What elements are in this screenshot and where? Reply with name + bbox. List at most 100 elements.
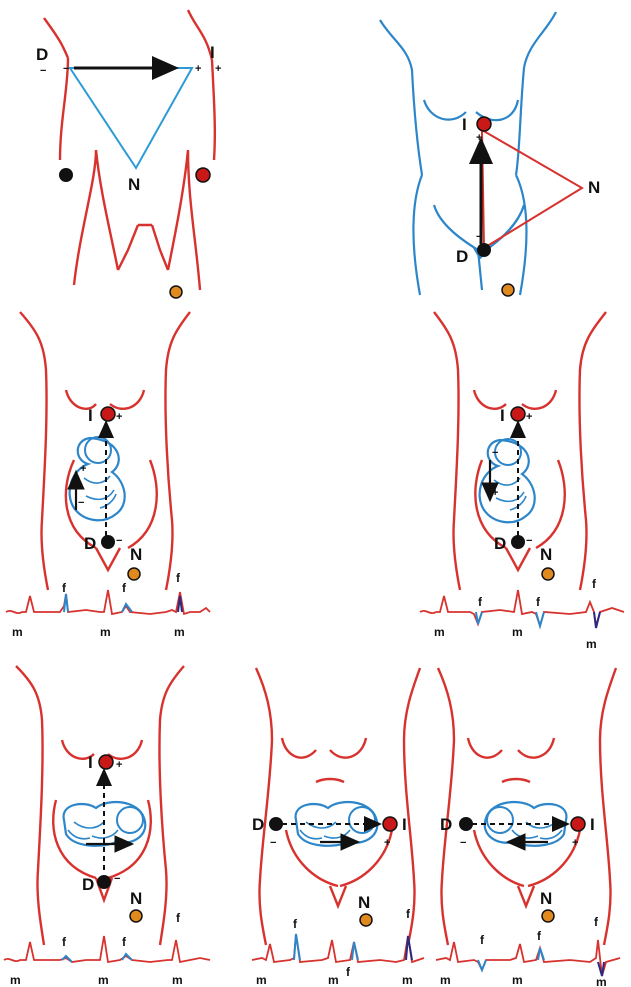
- label-I: I: [210, 43, 215, 62]
- panel-transverse-fetus-horizontal-lead-2: D − I + N m m m f f f: [436, 668, 620, 987]
- plus-sign: +: [80, 463, 86, 475]
- electrode-red: [99, 755, 113, 769]
- electrode-orange: [170, 286, 182, 298]
- electrode-black: [59, 168, 73, 182]
- minus-sign: −: [40, 65, 46, 77]
- panel-adult-body: D − I + + − N: [36, 10, 221, 298]
- panel-vertical-fetus-right: I + D − N − + m m m f f f: [420, 312, 624, 651]
- label-f: f: [176, 911, 181, 925]
- label-D: D: [252, 815, 264, 834]
- electrode-black: [477, 243, 491, 257]
- minus-sign: −: [114, 873, 120, 885]
- lead-triangle: [70, 68, 192, 168]
- plus-sign: +: [384, 837, 390, 849]
- label-D: D: [456, 247, 468, 266]
- label-f: f: [122, 581, 127, 595]
- label-N: N: [540, 545, 552, 564]
- plus-sign: +: [116, 759, 122, 771]
- electrode-black: [511, 535, 525, 549]
- label-N: N: [358, 893, 370, 912]
- label-f: f: [536, 595, 541, 609]
- label-m: m: [434, 625, 445, 639]
- panel-female-body-blue: I + N D −: [380, 12, 600, 296]
- electrode-orange: [130, 910, 142, 922]
- label-I: I: [88, 753, 93, 772]
- minus-sign: −: [526, 535, 532, 547]
- label-D: D: [36, 45, 48, 64]
- label-m: m: [10, 973, 21, 987]
- label-f: f: [176, 571, 181, 585]
- label-m: m: [100, 625, 111, 639]
- label-f: f: [62, 581, 67, 595]
- label-f: f: [537, 929, 542, 943]
- label-m: m: [172, 973, 183, 987]
- label-N: N: [540, 889, 552, 908]
- label-m: m: [440, 973, 451, 987]
- female-body-outline: [438, 668, 616, 945]
- label-I: I: [500, 406, 505, 425]
- adult-body-outline: [44, 10, 215, 290]
- label-m: m: [512, 625, 523, 639]
- plus-sign: +: [476, 132, 482, 144]
- electrode-black: [269, 817, 283, 831]
- electrode-red: [101, 407, 115, 421]
- label-m: m: [256, 973, 267, 987]
- label-N: N: [130, 889, 142, 908]
- plus-sign: +: [492, 487, 498, 499]
- electrode-red: [477, 117, 491, 131]
- label-f: f: [478, 595, 483, 609]
- label-m: m: [596, 975, 607, 987]
- label-N: N: [128, 175, 140, 194]
- label-N: N: [588, 178, 600, 197]
- minus-sign: −: [78, 497, 84, 509]
- label-m: m: [174, 625, 185, 639]
- electrode-orange: [542, 910, 554, 922]
- electrode-orange: [128, 568, 140, 580]
- plus-sign: +: [215, 63, 221, 75]
- electrode-black: [459, 817, 473, 831]
- ecg-trace: [4, 936, 210, 962]
- ecg-trace: [252, 934, 424, 962]
- label-D: D: [82, 875, 94, 894]
- label-f: f: [594, 915, 599, 929]
- plus-sign: +: [572, 837, 578, 849]
- label-m: m: [402, 973, 413, 987]
- label-I: I: [402, 815, 407, 834]
- electrode-orange: [542, 568, 554, 580]
- label-f: f: [480, 933, 485, 947]
- female-body-outline: [256, 668, 420, 945]
- panel-vertical-fetus-left: I + D − N + − m m m f f f: [6, 312, 210, 639]
- minus-sign: −: [270, 837, 276, 849]
- label-f: f: [406, 907, 411, 921]
- label-I: I: [590, 815, 595, 834]
- label-D: D: [84, 534, 96, 553]
- lead-triangle: [482, 130, 582, 248]
- minus-sign: −: [492, 447, 498, 459]
- electrode-black: [101, 535, 115, 549]
- fetus-vertical-icon: [480, 439, 535, 522]
- minus-sign: −: [476, 231, 482, 243]
- label-D: D: [494, 534, 506, 553]
- minus-sign: −: [116, 535, 122, 547]
- ecg-trace: [420, 590, 624, 626]
- electrode-red: [511, 407, 525, 421]
- label-m: m: [328, 973, 339, 987]
- plus-sign: +: [526, 411, 532, 423]
- label-f: f: [293, 917, 298, 931]
- label-I: I: [462, 115, 467, 134]
- electrode-orange: [360, 914, 372, 926]
- electrode-red: [196, 168, 210, 182]
- label-m: m: [98, 973, 109, 987]
- label-f: f: [62, 935, 67, 949]
- label-f: f: [346, 965, 351, 979]
- ecg-trace: [436, 940, 620, 976]
- label-f: f: [122, 935, 127, 949]
- electrode-orange: [502, 284, 514, 296]
- panel-transverse-fetus-vertical-lead: I + D − N m m m f f f: [4, 666, 210, 987]
- minus-sign: −: [63, 63, 69, 75]
- label-I: I: [88, 406, 93, 425]
- electrode-red: [571, 817, 585, 831]
- plus-sign: +: [195, 63, 201, 75]
- plus-sign: +: [116, 411, 122, 423]
